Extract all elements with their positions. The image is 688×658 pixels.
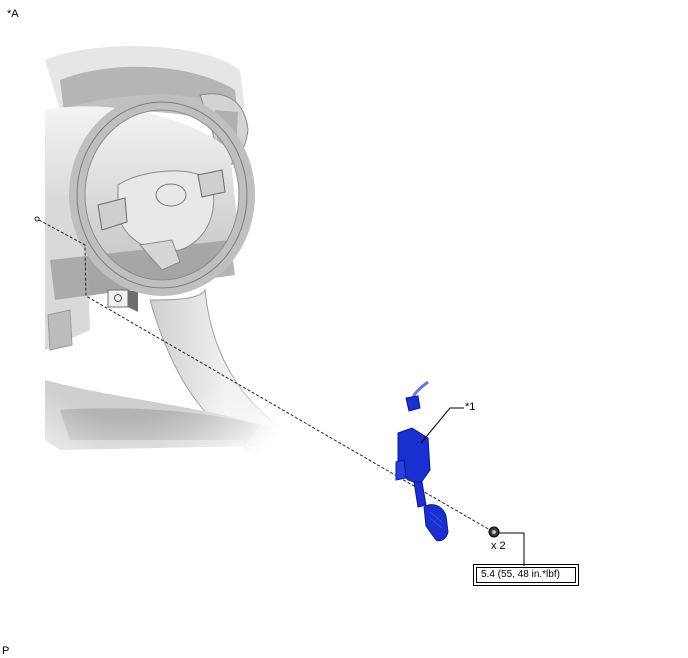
- view-label: *A: [7, 8, 19, 20]
- accelerator-pedal-assembly: [395, 380, 449, 542]
- part-1-leader-line: [420, 407, 464, 444]
- torque-spec-value: 5.4 (55, 48 in.*lbf): [476, 567, 576, 583]
- torque-leader-line: [499, 532, 525, 566]
- vehicle-interior-illustration: [0, 0, 320, 470]
- bolt-icon: [488, 526, 500, 538]
- torque-spec-box: 5.4 (55, 48 in.*lbf): [473, 564, 579, 586]
- bolt-quantity-label: x 2: [491, 540, 506, 552]
- footer-label: P: [2, 645, 10, 657]
- dashed-leader-line: [34, 216, 491, 531]
- part-1-callout: *1: [465, 401, 476, 413]
